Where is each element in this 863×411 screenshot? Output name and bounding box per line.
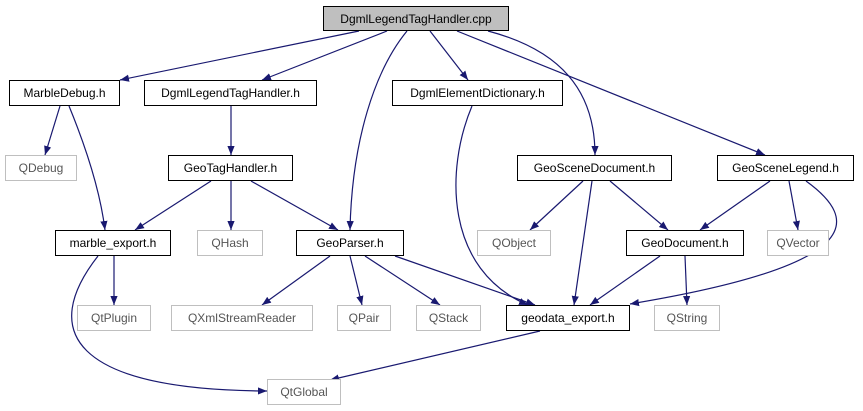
node-geoparser-h[interactable]: GeoParser.h [296, 230, 404, 256]
edge-geotaghandler-to-marble_export [134, 180, 212, 231]
node-qstack: QStack [416, 305, 481, 331]
edge-geoscenelegend-to-geodocument [699, 180, 771, 231]
edge-geoscenedocument-to-geodata_export [571, 180, 593, 306]
node-geoscenelegend-h[interactable]: GeoSceneLegend.h [717, 155, 854, 181]
edge-root-to-marbledebug [119, 30, 360, 82]
node-qstring: QString [654, 305, 720, 331]
edge-geodocument-to-geodata_export [589, 255, 661, 306]
node-dgmllegendtaghandler-h[interactable]: DgmlLegendTagHandler.h [144, 80, 317, 106]
edge-geotaghandler-to-geoparser [250, 180, 339, 231]
node-geotaghandler-h[interactable]: GeoTagHandler.h [168, 155, 293, 181]
node-marble-export-h[interactable]: marble_export.h [55, 230, 171, 256]
node-qpair: QPair [337, 305, 391, 331]
node-geodocument-h[interactable]: GeoDocument.h [626, 230, 744, 256]
edge-geoscenedocument-to-geodocument [609, 180, 669, 231]
edge-geoparser-to-qstack [364, 255, 441, 306]
edge-geoparser-to-qpair [349, 255, 364, 306]
node-geoscenedocument-h[interactable]: GeoSceneDocument.h [517, 155, 672, 181]
node-qobject: QObject [477, 230, 551, 256]
edge-geoscenedocument-to-qobject [529, 180, 584, 231]
edge-root-to-dgmlelementdictionary [429, 30, 469, 81]
edge-dgmlelementdictionary-to-geodata_export [455, 105, 529, 306]
node-qvector: QVector [767, 230, 829, 256]
edge-marbledebug-to-qdebug [44, 105, 61, 156]
edge-marbledebug-to-marble_export [68, 105, 108, 231]
node-qdebug: QDebug [5, 155, 77, 181]
node-qhash: QHash [197, 230, 263, 256]
edge-root-to-geoparser [346, 30, 408, 231]
node-qxmlstreamreader: QXmlStreamReader [171, 305, 313, 331]
node-qtglobal: QtGlobal [267, 379, 341, 405]
node-dgmlelementdictionary-h[interactable]: DgmlElementDictionary.h [392, 80, 563, 106]
edge-root-to-geoscenelegend [456, 30, 766, 156]
edge-marble_export-to-qtglobal [71, 255, 268, 395]
node-marbledebug-h[interactable]: MarbleDebug.h [9, 80, 120, 106]
edge-geoparser-to-geodata_export [394, 255, 536, 306]
edge-geodata_export-to-qtglobal [329, 330, 541, 382]
edge-geodocument-to-qstring [683, 255, 691, 306]
node-root-file[interactable]: DgmlLegendTagHandler.cpp [323, 6, 509, 31]
edge-root-to-dgmllegendtaghandler_h [261, 30, 388, 81]
edge-geoscenelegend-to-qvector [788, 180, 800, 231]
node-geodata-export-h[interactable]: geodata_export.h [506, 305, 630, 331]
node-qtplugin: QtPlugin [77, 305, 151, 331]
edge-geoparser-to-qxmlstreamreader [261, 255, 331, 306]
